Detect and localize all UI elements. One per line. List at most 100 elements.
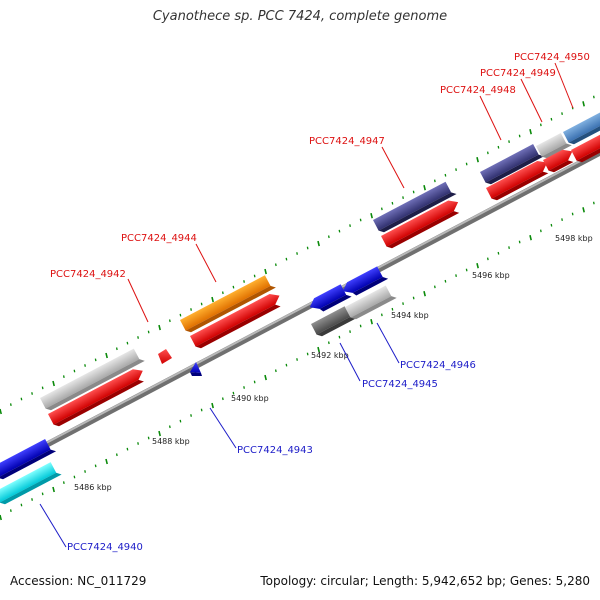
reverse-tick-mark [211, 402, 214, 409]
gene-pcc7424-4941-arrow[interactable] [0, 460, 62, 506]
gene-pcc7424-4946-grey[interactable] [345, 284, 397, 321]
kbp-label-5486: 5486 kbp [74, 483, 112, 492]
forward-tick-mark [179, 313, 182, 317]
forward-tick-mark [370, 213, 373, 219]
forward-tick-mark [539, 123, 542, 127]
forward-tick-mark [497, 145, 500, 149]
forward-tick-mark [592, 95, 595, 99]
forward-tick-mark [508, 140, 510, 144]
reverse-tick-mark [486, 257, 489, 261]
reverse-tick-mark [73, 475, 76, 479]
reverse-tick-mark [105, 458, 108, 465]
reverse-tick-mark [433, 285, 436, 289]
gene-label-4949[interactable]: PCC7424_4949 [480, 68, 556, 79]
gene-pcc7424-4949-grey[interactable] [536, 131, 572, 160]
gene-pcc7424-4940-strand[interactable] [0, 437, 57, 481]
reverse-tick-mark [508, 246, 510, 250]
forward-tick-mark [31, 392, 33, 395]
reverse-tick-mark [338, 335, 341, 339]
leader-line-4945 [339, 342, 361, 382]
reverse-tick-mark [571, 212, 574, 216]
forward-tick-mark [158, 324, 161, 331]
forward-tick-mark [126, 341, 129, 345]
gene-pcc7424-4947-purple[interactable] [373, 180, 457, 234]
forward-tick-mark [52, 380, 55, 387]
forward-tick-mark [327, 235, 330, 239]
forward-tick-mark [412, 190, 415, 194]
reverse-tick-mark [306, 352, 309, 356]
gene-pcc7424-4942-arrow[interactable] [48, 365, 147, 428]
forward-tick-mark [582, 101, 585, 107]
reverse-tick-mark [94, 464, 97, 468]
reverse-tick-mark [359, 324, 362, 328]
leader-line-4942 [127, 278, 149, 323]
forward-tick-mark [84, 364, 86, 367]
genome-backbone [0, 149, 600, 473]
forward-tick-mark [221, 291, 224, 295]
reverse-tick-mark [423, 291, 426, 297]
forward-tick-mark [529, 129, 532, 135]
leader-line-4949 [520, 78, 543, 123]
gene-label-4947[interactable]: PCC7424_4947 [309, 136, 385, 147]
reverse-tick-mark [168, 425, 171, 429]
forward-tick-mark [73, 369, 76, 373]
forward-tick-mark [444, 173, 447, 177]
gene-pcc7424-4945-arrow[interactable] [307, 282, 352, 316]
forward-tick-mark [168, 319, 171, 323]
forward-tick-mark [550, 117, 553, 121]
forward-tick-mark [455, 168, 457, 172]
gene-label-4946[interactable]: PCC7424_4946 [400, 360, 476, 371]
gene-pcc7424-4946-arrow[interactable] [340, 265, 389, 301]
gene-pcc7424-4949-arrow[interactable] [543, 146, 577, 174]
kbp-label-5496: 5496 kbp [472, 271, 510, 280]
gene-label-4943[interactable]: PCC7424_4943 [237, 445, 313, 456]
gene-pcc7424-4948-purple[interactable] [480, 142, 545, 186]
gene-pcc7424-4944-orange[interactable] [180, 273, 276, 334]
reverse-tick-mark [412, 296, 415, 300]
reverse-tick-mark [221, 397, 224, 401]
forward-tick-mark [285, 257, 288, 261]
kbp-label-5488: 5488 kbp [152, 437, 190, 446]
kbp-label-5498: 5498 kbp [555, 234, 593, 243]
forward-tick-mark [338, 229, 341, 233]
gene-pcc7424-4942-grey[interactable] [40, 347, 145, 412]
gene-pcc7424-4948-arrow[interactable] [486, 157, 552, 202]
reverse-tick-mark [179, 419, 182, 423]
reverse-tick-mark [243, 386, 245, 389]
forward-tick-mark [190, 308, 192, 311]
gene-pcc7424-4944-arrow[interactable] [190, 290, 284, 350]
reverse-tick-mark [62, 481, 65, 485]
gene-label-4945[interactable]: PCC7424_4945 [362, 379, 438, 390]
gene-pcc7424-4947-arrow[interactable] [381, 197, 463, 250]
forward-tick-mark [349, 224, 351, 228]
gene-pcc7424-4942-small-arrow[interactable] [158, 349, 172, 364]
gene-pcc7424-4945-grey[interactable] [311, 304, 356, 338]
gene-label-4940[interactable]: PCC7424_4940 [67, 542, 143, 553]
gene-pcc7424-4950-arrow[interactable] [571, 129, 600, 164]
forward-tick-mark [0, 408, 2, 415]
reverse-tick-mark [115, 453, 118, 457]
forward-tick-mark [402, 196, 404, 200]
gene-pcc7424-4950-steel[interactable] [563, 108, 600, 146]
leader-line-4943 [209, 407, 237, 449]
reverse-tick-mark [370, 319, 373, 325]
forward-tick-mark [423, 185, 426, 191]
forward-tick-mark [115, 347, 118, 351]
genome-info-text: Topology: circular; Length: 5,942,652 bp… [260, 574, 590, 588]
reverse-tick-mark [518, 240, 521, 244]
forward-tick-mark [9, 403, 12, 407]
gene-label-4942[interactable]: PCC7424_4942 [50, 269, 126, 280]
reverse-tick-mark [41, 492, 44, 496]
reverse-tick-mark [52, 486, 55, 493]
leader-line-4940 [39, 503, 67, 548]
kbp-label-5490: 5490 kbp [231, 394, 269, 403]
reverse-tick-mark [327, 341, 330, 345]
reverse-tick-mark [274, 369, 277, 373]
reverse-tick-mark [529, 235, 532, 241]
gene-label-4948[interactable]: PCC7424_4948 [440, 85, 516, 96]
gene-label-4944[interactable]: PCC7424_4944 [121, 233, 197, 244]
gene-pcc7424-4943-arrow[interactable] [190, 362, 202, 376]
forward-tick-mark [391, 201, 394, 205]
forward-tick-mark [518, 134, 521, 138]
gene-label-4950[interactable]: PCC7424_4950 [514, 52, 590, 63]
